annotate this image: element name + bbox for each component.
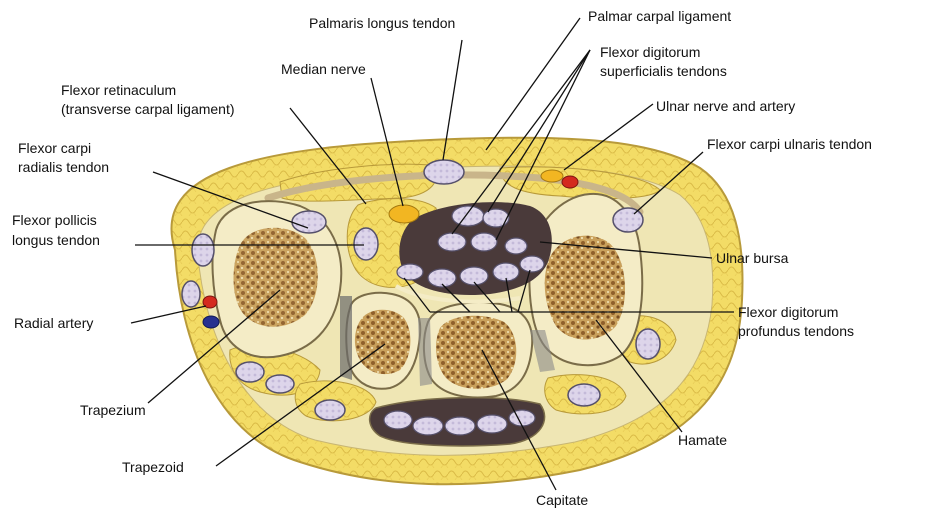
palmaris-longus-tendon <box>424 160 464 184</box>
label-ulnar-bursa: Ulnar bursa <box>716 250 789 266</box>
dorsal-compartment <box>370 398 545 446</box>
extensor-tendon-1 <box>236 362 264 382</box>
label-trapezium: Trapezium <box>80 402 146 418</box>
fds-tendon-1 <box>452 206 484 226</box>
label-palmaris-longus-tendon: Palmaris longus tendon <box>309 15 455 31</box>
fds-tendon-3 <box>438 233 466 251</box>
tendon-radial-1 <box>192 234 214 266</box>
extensor-tendon-3 <box>315 400 345 420</box>
label-median-nerve: Median nerve <box>281 61 366 77</box>
label-trapezoid: Trapezoid <box>122 459 184 475</box>
median-nerve-shape <box>389 205 419 223</box>
extensor-tendon-5 <box>636 329 660 359</box>
label-flexor-digitorum-profundus-line2: profundus tendons <box>738 323 854 339</box>
label-flexor-carpi-ulnaris-tendon: Flexor carpi ulnaris tendon <box>707 136 872 152</box>
trapezoid-bone <box>346 293 420 389</box>
label-flexor-pollicis-longus-line1: Flexor pollicis <box>12 212 97 228</box>
label-hamate: Hamate <box>678 432 727 448</box>
tendon-radial-2 <box>182 281 200 307</box>
label-flexor-digitorum-superficialis-line1: Flexor digitorum <box>600 44 700 60</box>
fds-tendon-2 <box>483 209 509 227</box>
label-flexor-pollicis-longus-line2: longus tendon <box>12 232 100 248</box>
extensor-tendon-2 <box>266 375 294 393</box>
label-capitate: Capitate <box>536 492 588 508</box>
flexor-carpi-ulnaris-tendon <box>613 208 643 232</box>
extensor-tendon-4 <box>568 384 600 406</box>
label-flexor-retinaculum-line1: Flexor retinaculum <box>61 82 176 98</box>
label-palmar-carpal-ligament: Palmar carpal ligament <box>588 8 731 24</box>
label-flexor-digitorum-superficialis-line2: superficialis tendons <box>600 63 727 79</box>
label-radial-artery: Radial artery <box>14 315 93 331</box>
flexor-pollicis-longus-tendon <box>354 228 378 260</box>
label-flexor-digitorum-profundus-line1: Flexor digitorum <box>738 304 838 320</box>
capitate-bone <box>424 303 532 398</box>
fdp-tendon-5 <box>520 256 544 272</box>
label-ulnar-nerve-and-artery: Ulnar nerve and artery <box>656 98 795 114</box>
label-flexor-retinaculum-line2: (transverse carpal ligament) <box>61 101 235 117</box>
label-flexor-carpi-radialis-line1: Flexor carpi <box>18 140 91 156</box>
fds-tendon-5 <box>505 238 527 254</box>
flexor-carpi-radialis-tendon <box>292 211 326 233</box>
label-flexor-carpi-radialis-line2: radialis tendon <box>18 159 109 175</box>
fds-tendon-4 <box>471 233 497 251</box>
fdp-tendon-1 <box>397 264 423 280</box>
